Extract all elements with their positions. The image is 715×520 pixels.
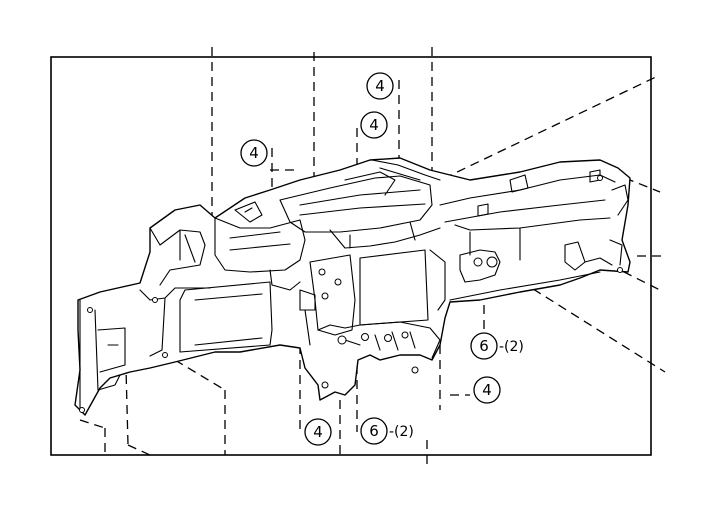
callout-6-2-bottom: 6 -(2) [360,417,414,445]
callout-number: 6 [369,422,379,440]
callout-number: 4 [313,423,323,441]
callout-circle [360,417,388,445]
callout-4-bottom-center: 4 [304,418,332,446]
callout-4-upper-left: 4 [240,139,268,167]
callout-number: 4 [249,144,259,162]
callout-circle [473,376,501,404]
callout-circle [470,332,498,360]
callout-4-lower-right: 4 [473,376,501,404]
callout-number: 4 [375,77,385,95]
callout-quantity: -(2) [389,424,414,440]
callout-number: 4 [369,116,379,134]
main-panel [74,157,631,416]
callout-circle [304,418,332,446]
callout-4-upper-center: 4 [360,111,388,139]
callout-circle [366,72,394,100]
callout-circle [360,111,388,139]
callout-6-2-right: 6 -(2) [470,332,524,360]
callout-circle [240,139,268,167]
callout-number: 4 [482,381,492,399]
callout-number: 6 [479,337,489,355]
callout-quantity: -(2) [499,339,524,355]
dashboard-reinforcement [74,157,631,416]
diagram-frame [50,56,652,456]
callout-4-top-right: 4 [366,72,394,100]
